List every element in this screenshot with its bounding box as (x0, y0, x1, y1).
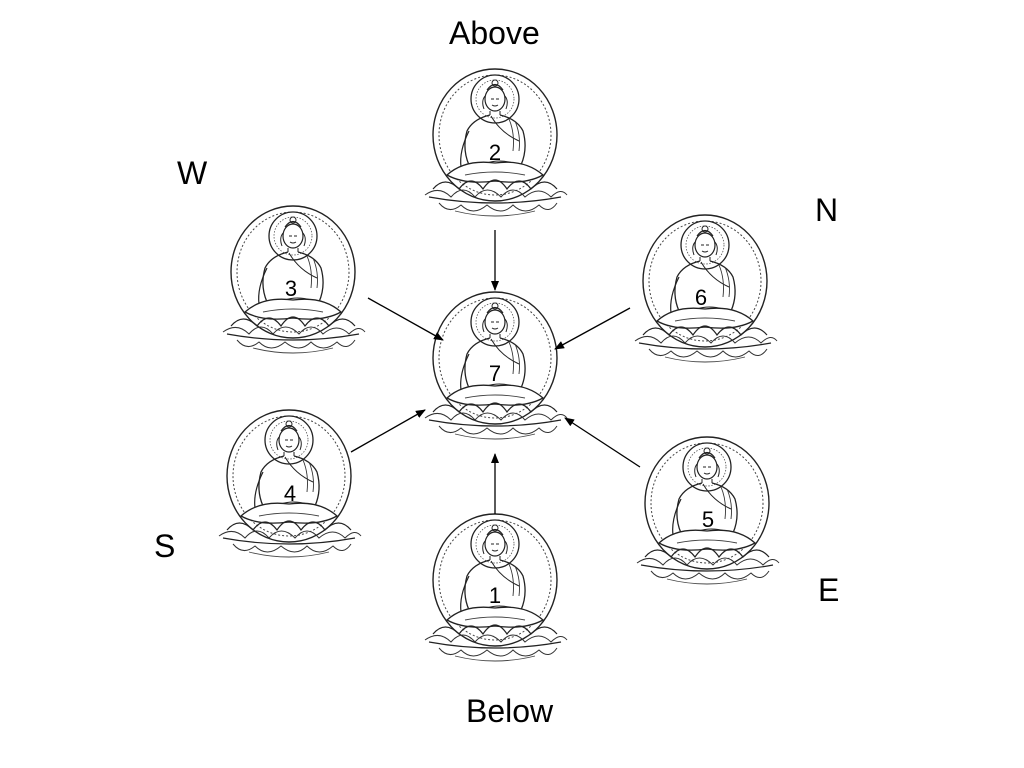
label-east: E (818, 572, 840, 608)
label-north: N (815, 192, 839, 228)
figure-above: 2 (424, 68, 568, 217)
figure-number: 3 (285, 276, 297, 301)
label-west: W (177, 155, 208, 191)
arrow-east-to-center (564, 417, 641, 468)
figure-number: 1 (489, 583, 501, 608)
figure-north: 6 (634, 214, 778, 363)
label-below: Below (466, 693, 554, 729)
figure-number: 5 (702, 507, 714, 532)
figure-number: 2 (489, 140, 501, 165)
figure-number: 4 (284, 481, 296, 506)
figure-center: 7 (424, 291, 568, 440)
arrow-north-to-center (554, 307, 631, 350)
label-south: S (154, 528, 176, 564)
arrow-south-to-center (350, 409, 426, 453)
figure-number: 6 (695, 285, 707, 310)
figure-east: 5 (636, 436, 780, 585)
figure-south: 4 (218, 409, 362, 558)
arrow-west-to-center (367, 297, 444, 341)
figure-west: 3 (222, 205, 366, 354)
label-above: Above (449, 15, 540, 51)
figure-number: 7 (489, 361, 501, 386)
figure-below: 1 (424, 513, 568, 662)
